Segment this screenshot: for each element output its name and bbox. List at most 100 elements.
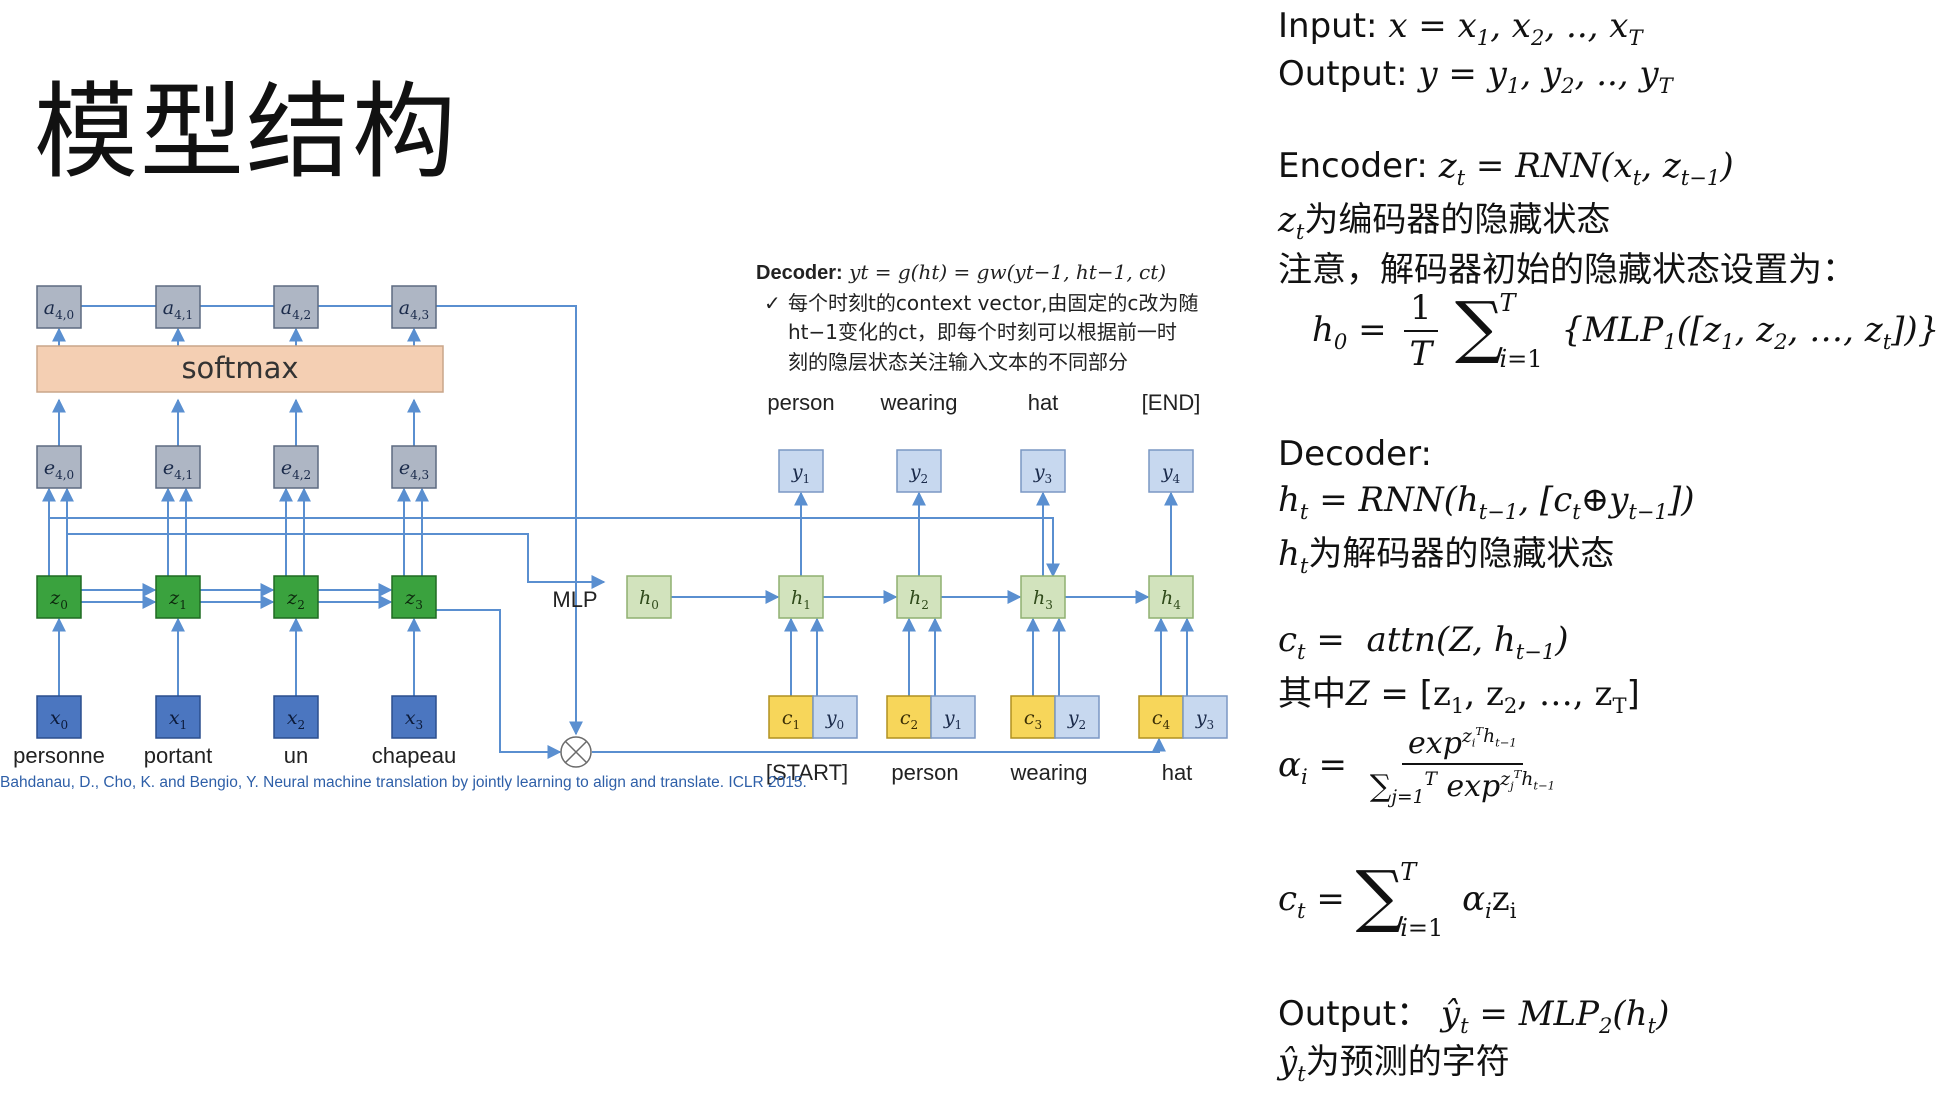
prev-word: wearing bbox=[1009, 760, 1087, 785]
svg-text:c3: c3 bbox=[1024, 707, 1042, 732]
attn-weight-box: a4,3 bbox=[391, 285, 437, 329]
encoder-state-box: z1 bbox=[155, 575, 201, 619]
connection-arrows bbox=[42, 305, 1194, 759]
eq-output2: Output： ŷt = MLP2(ht) bbox=[1278, 994, 1670, 1038]
svg-text:h1: h1 bbox=[791, 587, 811, 612]
output-word: [END] bbox=[1142, 390, 1201, 415]
prev-word: person bbox=[891, 760, 958, 785]
output-word: wearing bbox=[879, 390, 957, 415]
input-word: chapeau bbox=[372, 743, 456, 768]
decoder-state-box: h4 bbox=[1148, 575, 1194, 619]
h0-box: h0 bbox=[626, 575, 672, 619]
softmax-bar bbox=[36, 345, 444, 393]
context-box: c3 bbox=[1010, 695, 1056, 739]
output-box: y2 bbox=[896, 449, 942, 493]
svg-text:h0: h0 bbox=[639, 587, 659, 612]
prev-output-box: y3 bbox=[1182, 695, 1228, 739]
svg-text:e4,2: e4,2 bbox=[281, 457, 311, 482]
input-box: x1 bbox=[155, 695, 201, 739]
decoder-state-box: h1 bbox=[778, 575, 824, 619]
context-box: c2 bbox=[886, 695, 932, 739]
svg-text:a4,3: a4,3 bbox=[399, 297, 429, 322]
context-box: c4 bbox=[1138, 695, 1184, 739]
output-box: y4 bbox=[1148, 449, 1194, 493]
svg-text:x2: x2 bbox=[287, 707, 305, 732]
svg-text:e4,1: e4,1 bbox=[163, 457, 193, 482]
svg-text:e4,0: e4,0 bbox=[44, 457, 74, 482]
eq-encoder: Encoder: zt = RNN(xt, zt−1) bbox=[1278, 146, 1734, 190]
mlp-label: MLP bbox=[552, 587, 597, 612]
citation: Bahdanau, D., Cho, K. and Bengio, Y. Neu… bbox=[0, 774, 807, 791]
input-box: x3 bbox=[391, 695, 437, 739]
output-word: person bbox=[767, 390, 834, 415]
eq-pred-desc: ŷt为预测的字符 bbox=[1278, 1042, 1510, 1086]
input-word: un bbox=[284, 743, 308, 768]
score-box: e4,0 bbox=[36, 445, 82, 489]
svg-text:z1: z1 bbox=[168, 587, 187, 612]
svg-text:h2: h2 bbox=[909, 587, 929, 612]
decoder-note-formula: yt = g(ht) = gw(yt−1, ht−1, ct) bbox=[849, 260, 1167, 284]
score-box: e4,1 bbox=[155, 445, 201, 489]
svg-text:z0: z0 bbox=[49, 587, 68, 612]
svg-text:x3: x3 bbox=[405, 707, 423, 732]
eq-encoder-desc: zt为编码器的隐藏状态 bbox=[1278, 200, 1611, 244]
eq-decoder-label: Decoder: bbox=[1278, 434, 1432, 474]
eq-note-init: 注意，解码器初始的隐藏状态设置为： bbox=[1278, 250, 1856, 290]
svg-text:y3: y3 bbox=[1195, 707, 1214, 732]
input-word: portant bbox=[144, 743, 213, 768]
decoder-note-bullet-2: ht−1变化的ct，即每个时刻可以根据前一时 bbox=[788, 320, 1177, 345]
svg-text:y0: y0 bbox=[825, 707, 844, 732]
softmax-label: softmax bbox=[181, 351, 298, 385]
encoder-state-box: z3 bbox=[391, 575, 437, 619]
prev-output-box: y1 bbox=[930, 695, 976, 739]
svg-text:a4,1: a4,1 bbox=[163, 297, 193, 322]
output-box: y1 bbox=[778, 449, 824, 493]
diagram-nodes: softmaxa4,0e4,0z0x0personnea4,1e4,1z1x1p… bbox=[13, 285, 1228, 785]
svg-text:h3: h3 bbox=[1033, 587, 1053, 612]
input-box: x0 bbox=[36, 695, 82, 739]
slide-title: 模型结构 bbox=[34, 71, 459, 193]
prev-word: [START] bbox=[766, 760, 848, 785]
svg-text:y2: y2 bbox=[909, 461, 928, 486]
svg-text:c4: c4 bbox=[1152, 707, 1171, 732]
decoder-note-bullet-1: 每个时刻t的context vector,由固定的c改为随 bbox=[788, 290, 1199, 315]
eq-encoder-formula: zt = RNN(xt, zt−1) bbox=[1438, 146, 1734, 190]
prev-output-box: y2 bbox=[1054, 695, 1100, 739]
svg-text:z3: z3 bbox=[404, 587, 423, 612]
eq-z: 其中Z = [z1, z2, …, zT] bbox=[1278, 674, 1640, 718]
score-box: e4,3 bbox=[391, 445, 437, 489]
decoder-note-header: Decoder: bbox=[756, 262, 843, 284]
svg-text:c1: c1 bbox=[782, 707, 800, 732]
svg-text:y2: y2 bbox=[1067, 707, 1086, 732]
attn-weight-box: a4,0 bbox=[36, 285, 82, 329]
svg-text:y1: y1 bbox=[943, 707, 962, 732]
svg-text:a4,2: a4,2 bbox=[281, 297, 311, 322]
circle-times-icon bbox=[560, 736, 592, 768]
eq-input-formula: x = x1, x2, .., xT bbox=[1388, 6, 1643, 50]
eq-input: Input: x = x1, x2, .., xT bbox=[1278, 6, 1643, 50]
score-box: e4,2 bbox=[273, 445, 319, 489]
svg-text:c2: c2 bbox=[900, 707, 918, 732]
decoder-note: Decoder: yt = g(ht) = gw(yt−1, ht−1, ct)… bbox=[756, 258, 1276, 377]
context-box: c1 bbox=[768, 695, 814, 739]
encoder-state-box: z2 bbox=[273, 575, 319, 619]
output-word: hat bbox=[1028, 390, 1059, 415]
svg-text:h4: h4 bbox=[1161, 587, 1181, 612]
eq-alpha: αi = expziTht−1 ∑j=1T expzjTht−1 bbox=[1278, 724, 1555, 809]
check-icon: ✓ bbox=[764, 290, 781, 315]
attn-weight-box: a4,1 bbox=[155, 285, 201, 329]
eq-ct: ct = attn(Z, ht−1) bbox=[1278, 620, 1569, 664]
prev-output-box: y0 bbox=[812, 695, 858, 739]
eq-output: Output: y = y1, y2, .., yT bbox=[1278, 54, 1673, 98]
svg-text:z2: z2 bbox=[286, 587, 305, 612]
encoder-state-box: z0 bbox=[36, 575, 82, 619]
input-box: x2 bbox=[273, 695, 319, 739]
attn-weight-box: a4,2 bbox=[273, 285, 319, 329]
decoder-note-bullet-3: 刻的隐层状态关注输入文本的不同部分 bbox=[788, 349, 1128, 374]
decoder-state-box: h3 bbox=[1020, 575, 1066, 619]
svg-text:x0: x0 bbox=[50, 707, 68, 732]
svg-text:y3: y3 bbox=[1033, 461, 1052, 486]
svg-text:x1: x1 bbox=[169, 707, 187, 732]
